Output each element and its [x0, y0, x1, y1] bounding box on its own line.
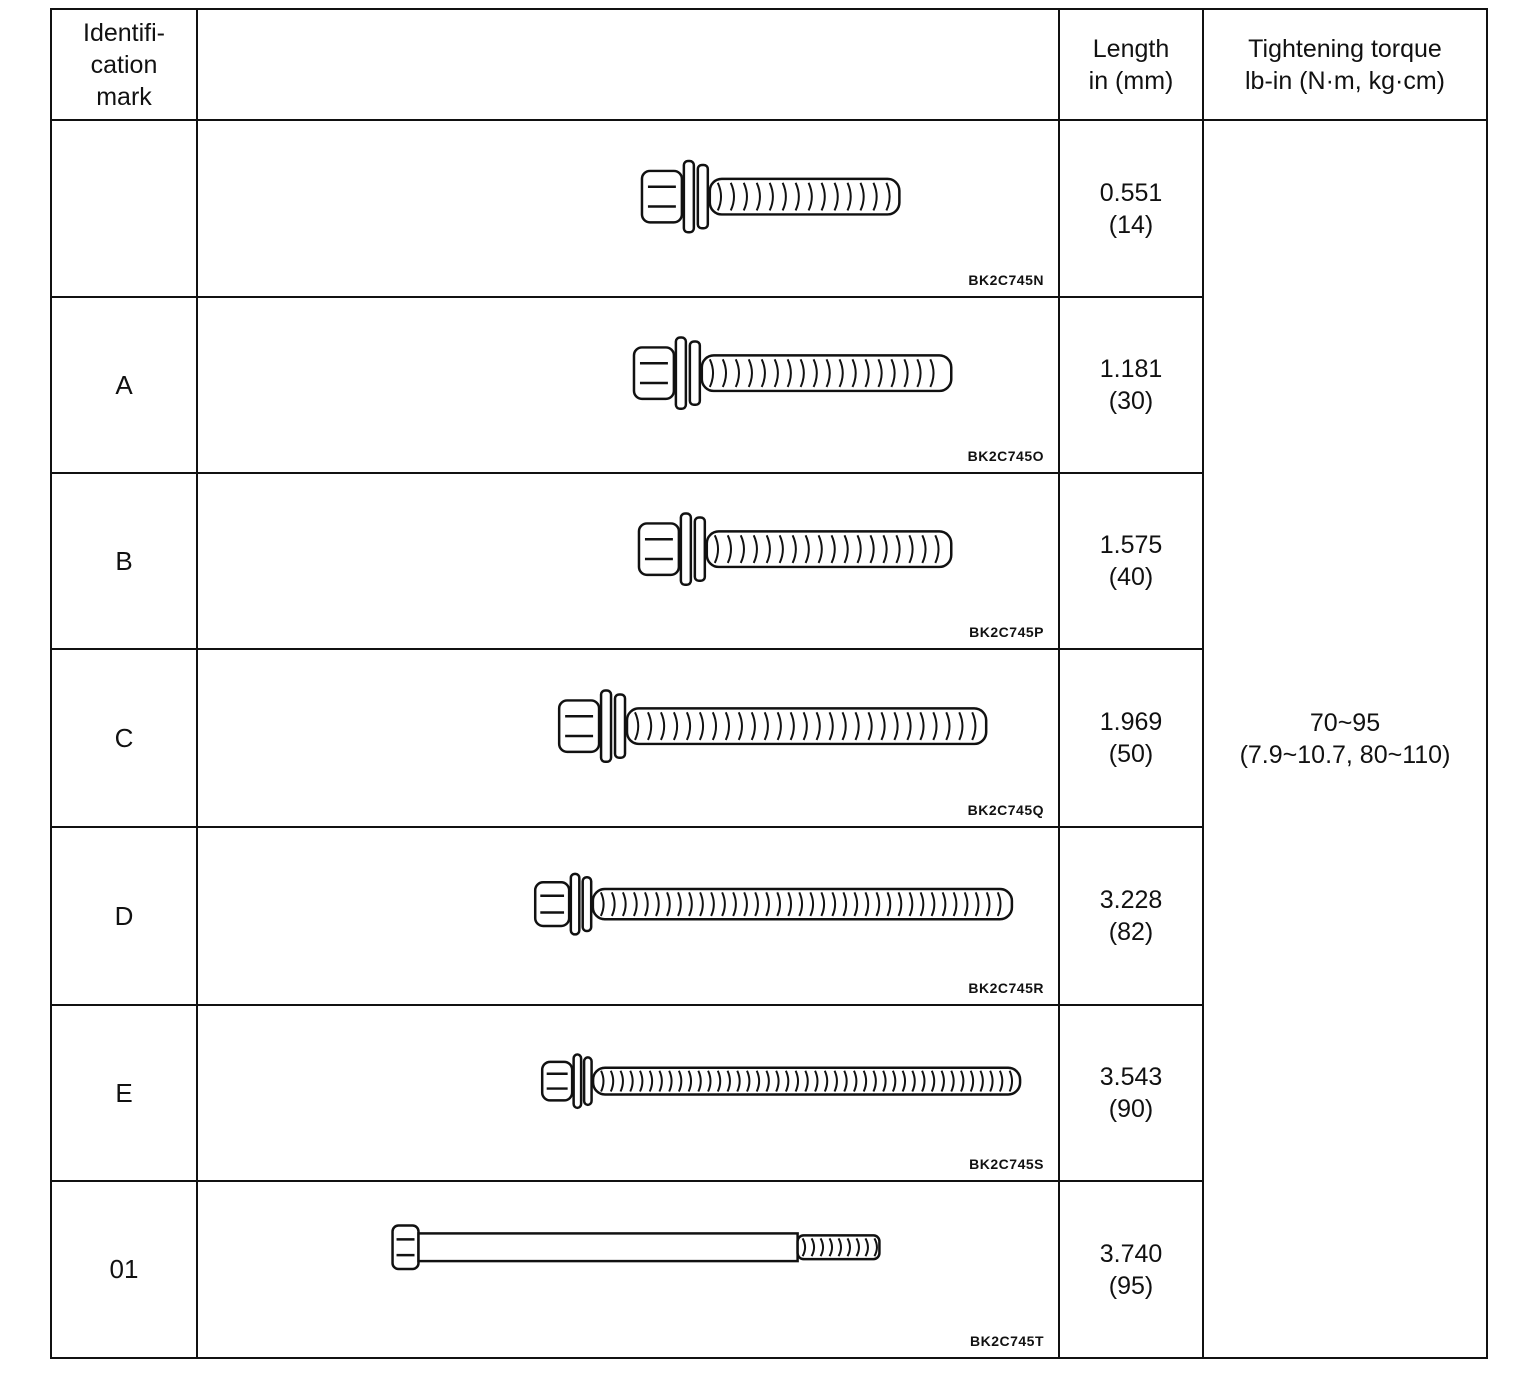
image-header [196, 8, 1060, 121]
table-row: BK2C745N 0.551 (14) 70~95 (7.9~10.7, 80~… [50, 119, 1488, 1359]
flange-bolt-icon [632, 336, 953, 410]
bolt-length: 0.551 (14) [1058, 119, 1204, 298]
identification-mark: D [50, 826, 198, 1006]
flange-bolt-icon [640, 159, 901, 234]
table-row: E BK2C745S 3.543 (90) [50, 1004, 1487, 1182]
identification-mark: B [50, 472, 198, 650]
bolt-image-cell: BK2C745P [196, 472, 1060, 650]
identification-mark-header: Identifi- cation mark [50, 8, 198, 121]
table-row: A BK2C745O 1.181 (30) [50, 296, 1487, 474]
table-row: 01 BK2C745T 3.740 (95) [50, 1180, 1487, 1359]
image-code: BK2C745P [969, 624, 1044, 640]
bolt-length: 1.969 (50) [1058, 648, 1204, 828]
image-code: BK2C745O [967, 448, 1044, 464]
table-row: B BK2C745P 1.575 (40) [50, 472, 1487, 650]
image-code: BK2C745Q [967, 802, 1044, 818]
bolt-image-cell: BK2C745T [196, 1180, 1060, 1359]
image-code: BK2C745S [969, 1156, 1044, 1172]
bolt-length: 1.181 (30) [1058, 296, 1204, 474]
bolt-image-cell: BK2C745R [196, 826, 1060, 1006]
bolt-image-cell: BK2C745Q [196, 648, 1060, 828]
tightening-torque-value: 70~95 (7.9~10.7, 80~110) [1202, 119, 1488, 1359]
bolt-length: 3.543 (90) [1058, 1004, 1204, 1182]
bolt-spec-table: Identifi- cation mark Length in (mm) Tig… [50, 8, 1488, 1359]
identification-mark: 01 [50, 1180, 198, 1359]
flange-bolt-icon [533, 872, 1014, 936]
flange-bolt-icon [540, 1053, 1022, 1110]
identification-mark: E [50, 1004, 198, 1182]
bolt-image-cell: BK2C745O [196, 296, 1060, 474]
bolt-image-cell: BK2C745S [196, 1004, 1060, 1182]
length-header: Length in (mm) [1058, 8, 1204, 121]
table-row: C BK2C745Q 1.969 (50) [50, 648, 1487, 828]
image-code: BK2C745N [968, 272, 1044, 288]
flange-bolt-icon [557, 689, 988, 763]
identification-mark [50, 119, 198, 298]
identification-mark: A [50, 296, 198, 474]
flange-bolt-icon [637, 512, 953, 586]
bolt-length: 1.575 (40) [1058, 472, 1204, 650]
image-code: BK2C745T [969, 1333, 1044, 1349]
torque-header: Tightening torque lb-in (N·m, kg·cm) [1202, 8, 1488, 121]
image-code: BK2C745R [968, 980, 1044, 996]
bolt-length: 3.740 (95) [1058, 1180, 1204, 1359]
identification-mark: C [50, 648, 198, 828]
bolt-length: 3.228 (82) [1058, 826, 1204, 1006]
table-header-row: Identifi- cation mark Length in (mm) Tig… [50, 8, 1488, 121]
table-row: D BK2C745R 3.228 (82) [50, 826, 1487, 1006]
hex-bolt-partial-thread-icon [391, 1224, 881, 1271]
bolt-image-cell: BK2C745N [196, 119, 1060, 298]
